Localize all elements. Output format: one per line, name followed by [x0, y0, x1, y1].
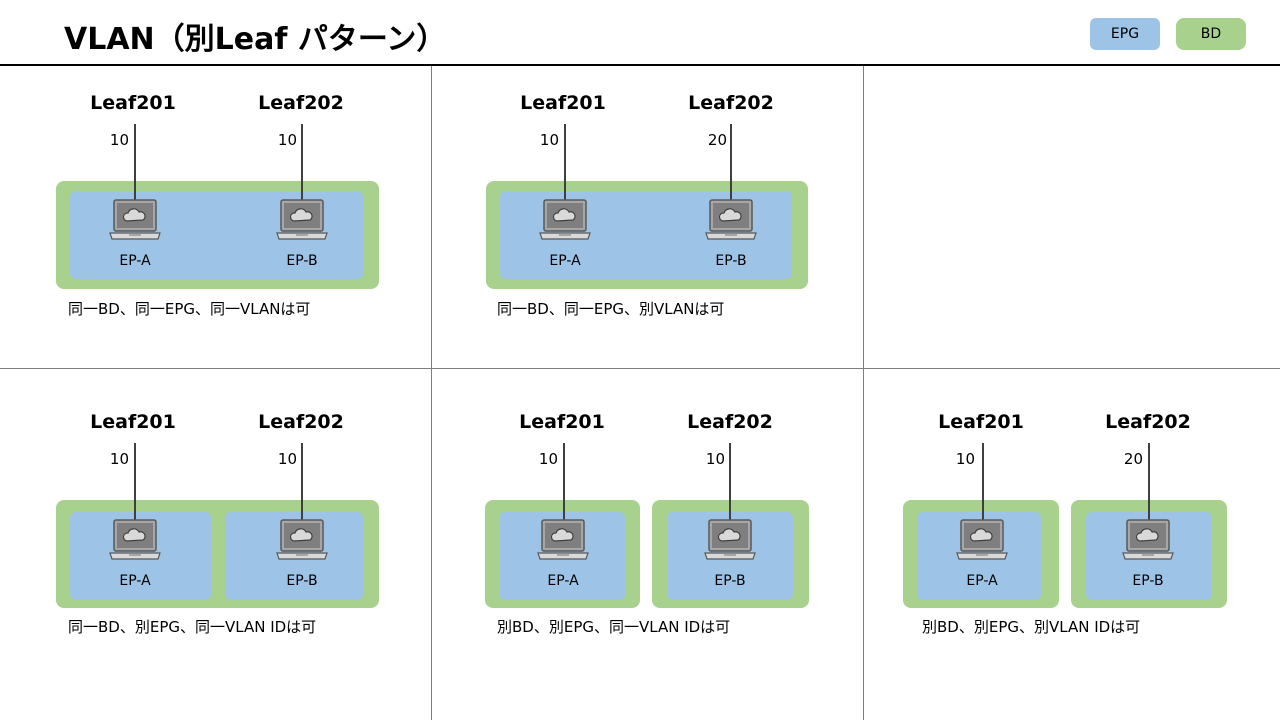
- panel-caption: 同一BD、同一EPG、同一VLANは可: [68, 300, 311, 318]
- vlan-id: 20: [1123, 450, 1143, 468]
- endpoint: EP-A: [105, 519, 165, 589]
- leaf-label: Leaf201: [520, 92, 606, 114]
- endpoint: EP-A: [535, 199, 595, 269]
- endpoint: EP-B: [272, 519, 332, 589]
- link-line: [301, 443, 303, 523]
- page-title: VLAN（別Leaf パターン）: [64, 22, 447, 57]
- vlan-id: 10: [705, 450, 725, 468]
- grid-vertical-divider-1: [431, 66, 432, 720]
- vlan-id: 10: [277, 450, 297, 468]
- diagram-panel-4: Leaf201 Leaf202 10 10 EP-A EP-B 別BD、別EPG…: [432, 369, 864, 669]
- leaf-label: Leaf202: [687, 411, 773, 433]
- diagram-panel-3: Leaf201 Leaf202 10 10 EP-A EP-B 同一BD、別EP…: [0, 369, 432, 669]
- leaf-label: Leaf201: [519, 411, 605, 433]
- panel-caption: 同一BD、別EPG、同一VLAN IDは可: [68, 618, 317, 636]
- laptop-cloud-icon: [272, 519, 332, 563]
- vlan-id: 10: [538, 450, 558, 468]
- legend-epg: EPG: [1090, 18, 1160, 50]
- link-line: [729, 443, 731, 523]
- endpoint-label: EP-A: [547, 573, 579, 589]
- link-line: [564, 124, 566, 204]
- endpoint-label: EP-A: [119, 573, 151, 589]
- laptop-cloud-icon: [105, 519, 165, 563]
- link-line: [134, 124, 136, 204]
- endpoint-label: EP-A: [966, 573, 998, 589]
- panel-caption: 別BD、別EPG、別VLAN IDは可: [922, 618, 1141, 636]
- laptop-cloud-icon: [700, 519, 760, 563]
- link-line: [730, 124, 732, 204]
- laptop-cloud-icon: [1118, 519, 1178, 563]
- vlan-id: 10: [539, 131, 559, 149]
- laptop-cloud-icon: [535, 199, 595, 243]
- legend-bd: BD: [1176, 18, 1246, 50]
- link-line: [301, 124, 303, 204]
- endpoint: EP-B: [1118, 519, 1178, 589]
- diagram-panel-2: Leaf201 Leaf202 10 20 EP-A EP-B 同一BD、同一E…: [432, 66, 864, 366]
- grid-vertical-divider-2: [863, 66, 864, 720]
- endpoint-label: EP-A: [549, 253, 581, 269]
- vlan-id: 10: [955, 450, 975, 468]
- link-line: [982, 443, 984, 523]
- endpoint-label: EP-B: [714, 573, 746, 589]
- diagram-panel-1: Leaf201 Leaf202 10 10 EP-A EP-B 同一BD、同一E…: [0, 66, 432, 366]
- laptop-cloud-icon: [105, 199, 165, 243]
- laptop-cloud-icon: [533, 519, 593, 563]
- endpoint: EP-A: [952, 519, 1012, 589]
- leaf-label: Leaf202: [688, 92, 774, 114]
- link-line: [134, 443, 136, 523]
- leaf-label: Leaf202: [258, 92, 344, 114]
- vlan-id: 10: [109, 131, 129, 149]
- panel-caption: 別BD、別EPG、同一VLAN IDは可: [497, 618, 731, 636]
- endpoint-label: EP-A: [119, 253, 151, 269]
- endpoint: EP-B: [701, 199, 761, 269]
- endpoint: EP-B: [700, 519, 760, 589]
- endpoint: EP-A: [533, 519, 593, 589]
- endpoint: EP-B: [272, 199, 332, 269]
- link-line: [563, 443, 565, 523]
- leaf-label: Leaf201: [938, 411, 1024, 433]
- endpoint-label: EP-B: [715, 253, 747, 269]
- leaf-label: Leaf201: [90, 411, 176, 433]
- endpoint-label: EP-B: [1132, 573, 1164, 589]
- endpoint-label: EP-B: [286, 573, 318, 589]
- laptop-cloud-icon: [701, 199, 761, 243]
- diagram-panel-5: Leaf201 Leaf202 10 20 EP-A EP-B 別BD、別EPG…: [864, 369, 1280, 669]
- title-underline: [0, 64, 1280, 66]
- vlan-id: 10: [277, 131, 297, 149]
- laptop-cloud-icon: [952, 519, 1012, 563]
- leaf-label: Leaf202: [1105, 411, 1191, 433]
- panel-caption: 同一BD、同一EPG、別VLANは可: [497, 300, 725, 318]
- link-line: [1148, 443, 1150, 523]
- leaf-label: Leaf201: [90, 92, 176, 114]
- vlan-id: 20: [707, 131, 727, 149]
- leaf-label: Leaf202: [258, 411, 344, 433]
- endpoint: EP-A: [105, 199, 165, 269]
- laptop-cloud-icon: [272, 199, 332, 243]
- endpoint-label: EP-B: [286, 253, 318, 269]
- vlan-id: 10: [109, 450, 129, 468]
- grid-horizontal-divider: [0, 368, 1280, 369]
